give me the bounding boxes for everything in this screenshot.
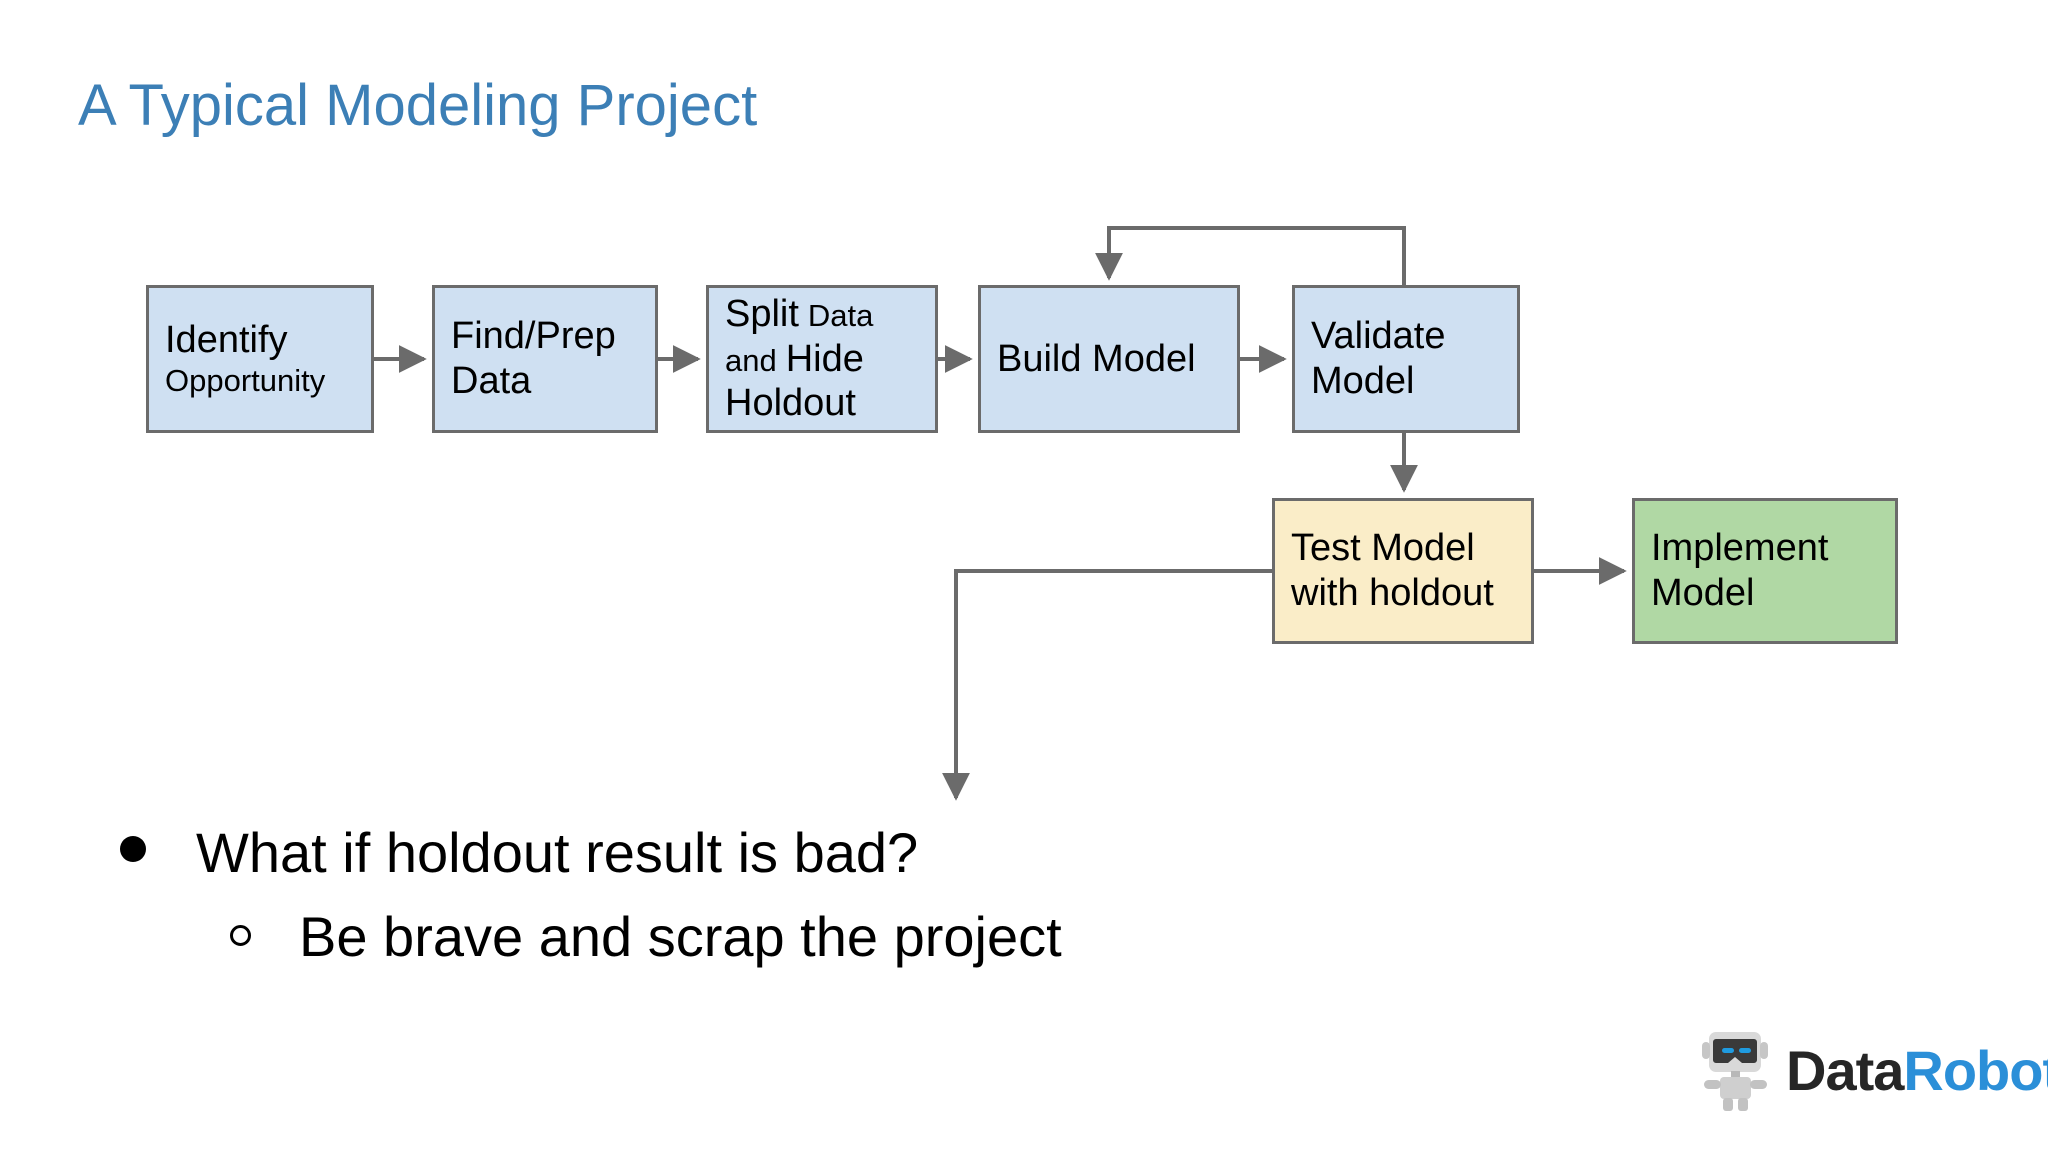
split-word-holdout: Holdout bbox=[725, 382, 856, 425]
logo-text-robot: Robot bbox=[1903, 1039, 2048, 1102]
bullet-text: Be brave and scrap the project bbox=[299, 904, 1062, 968]
flow-node-line: with holdout bbox=[1291, 572, 1494, 614]
bullet-list: What if holdout result is bad? Be brave … bbox=[120, 822, 1620, 967]
flow-node-line: Validate bbox=[1311, 315, 1446, 358]
list-item: What if holdout result is bad? bbox=[120, 822, 1620, 884]
list-item: Be brave and scrap the project bbox=[230, 904, 1620, 968]
split-word-data: Data bbox=[807, 297, 874, 333]
logo-text-data: Data bbox=[1786, 1039, 1904, 1102]
flow-node-line: Find/Prep bbox=[451, 315, 616, 358]
flow-node-line: Opportunity bbox=[165, 363, 326, 399]
flow-node-line: Data bbox=[451, 360, 532, 402]
flow-node-line: Build Model bbox=[997, 337, 1196, 380]
flow-node-line: Model bbox=[1651, 572, 1755, 614]
bullet-text: What if holdout result is bad? bbox=[196, 821, 919, 884]
flow-node-line: Model bbox=[1311, 360, 1415, 402]
robot-eye-right bbox=[1739, 1048, 1751, 1053]
page-title: A Typical Modeling Project bbox=[78, 73, 758, 138]
bullet-circle-icon bbox=[230, 924, 251, 946]
logo-wordmark: DataRobot bbox=[1786, 1043, 2048, 1099]
flow-node-line: Identify bbox=[165, 319, 288, 362]
bullet-disc-icon bbox=[120, 836, 146, 862]
robot-icon bbox=[1702, 1032, 1768, 1111]
flow-node-test-model-with-holdout[interactable]: Test Model with holdout bbox=[1272, 498, 1534, 644]
flow-node-line: Implement bbox=[1651, 527, 1829, 570]
flow-node-identify-opportunity[interactable]: Identify Opportunity bbox=[146, 285, 374, 433]
edge-validate-to-build-feedback bbox=[1095, 226, 1406, 285]
flow-node-validate-model[interactable]: Validate Model bbox=[1292, 285, 1520, 433]
edge-test-to-bullets bbox=[942, 569, 1272, 801]
flow-node-implement-model[interactable]: Implement Model bbox=[1632, 498, 1898, 644]
flow-node-find-prep-data[interactable]: Find/Prep Data bbox=[432, 285, 658, 433]
datarobot-logo: DataRobot bbox=[1700, 1028, 2048, 1114]
robot-eye-left bbox=[1722, 1048, 1734, 1053]
split-word-and: and bbox=[725, 342, 777, 378]
split-word-split: Split bbox=[725, 292, 799, 335]
flow-node-line: Test Model bbox=[1291, 527, 1475, 570]
flow-node-build-model[interactable]: Build Model bbox=[978, 285, 1240, 433]
split-word-hide: Hide bbox=[785, 337, 864, 380]
